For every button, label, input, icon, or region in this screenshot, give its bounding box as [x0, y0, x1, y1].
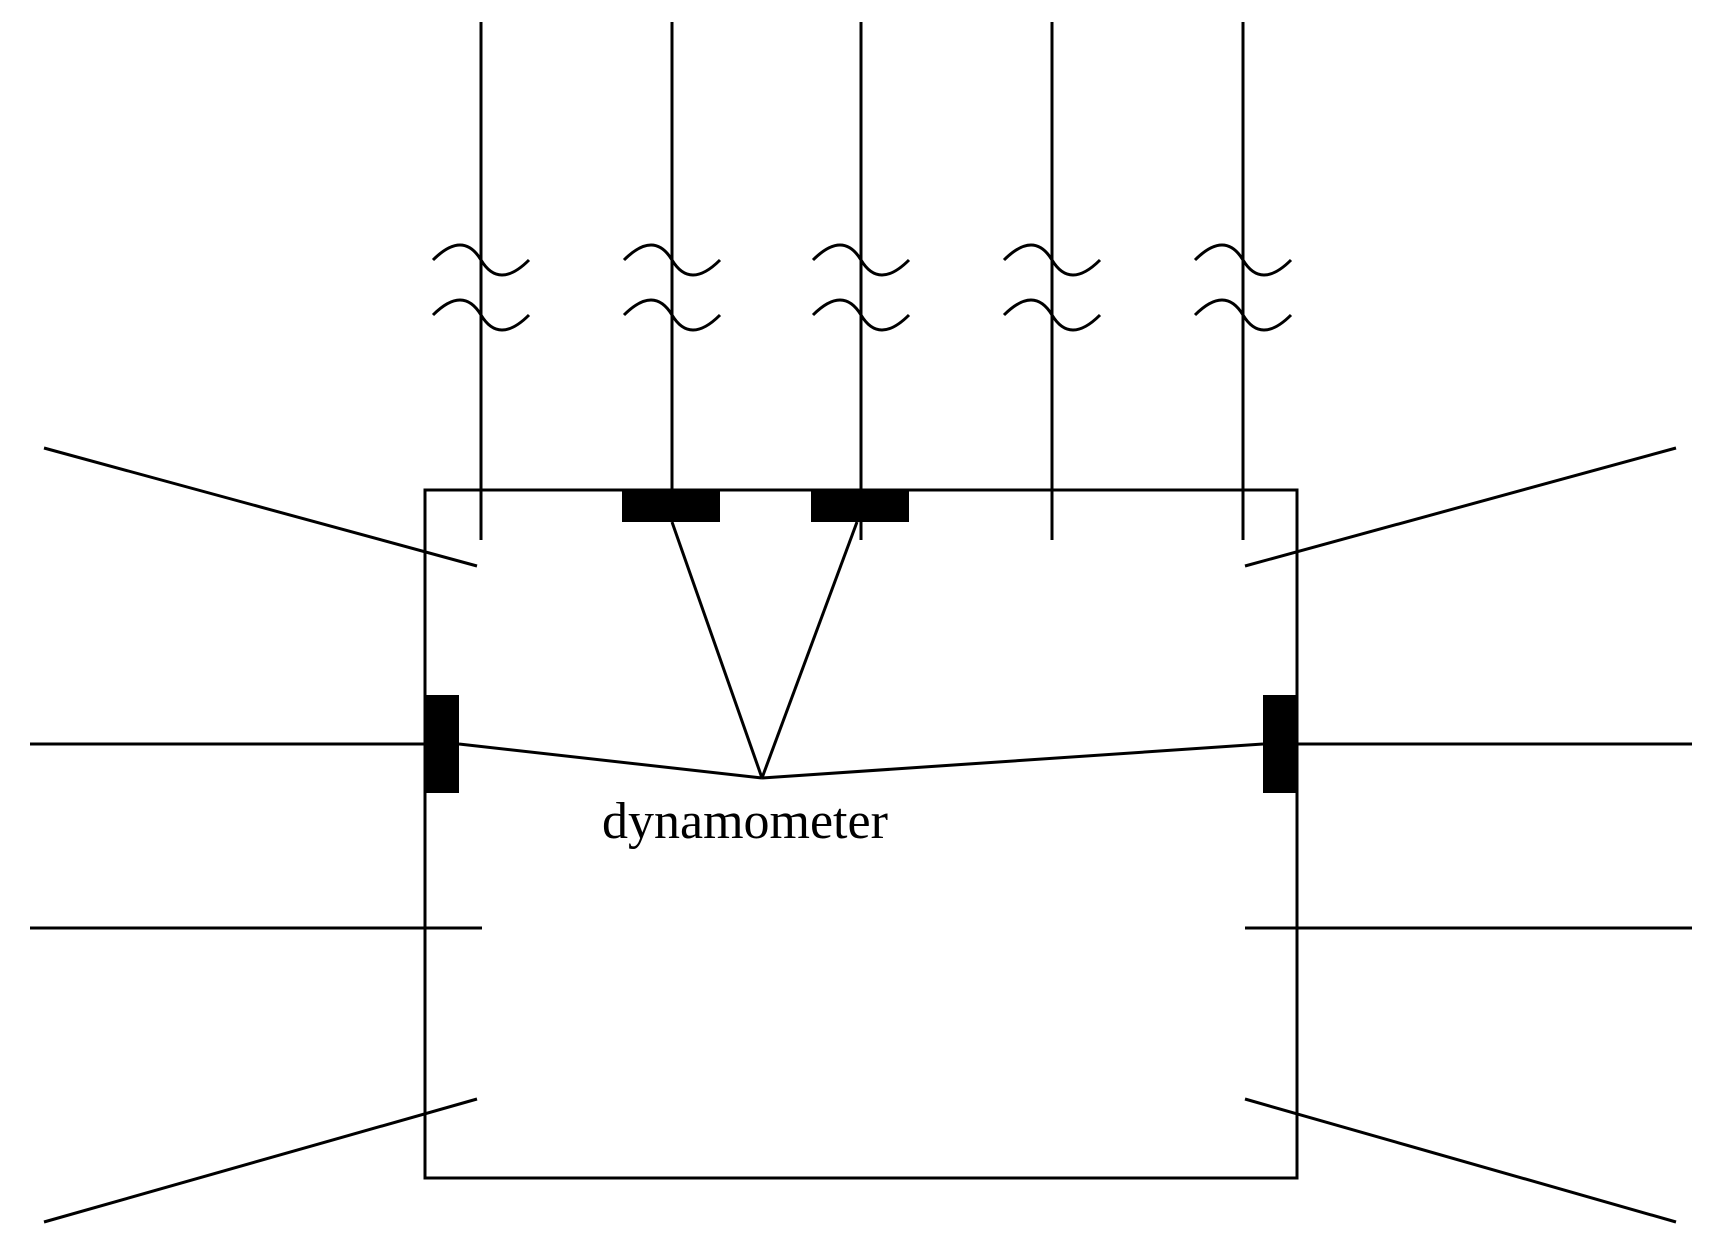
top-wires — [479, 22, 1245, 540]
cable-from-top-clamp-left — [670, 521, 764, 779]
right-wires — [1244, 446, 1692, 1224]
cable-from-right-clamp — [761, 742, 1264, 780]
left-wires — [30, 446, 482, 1224]
break-mark-5 — [1193, 243, 1293, 332]
clamps — [425, 490, 1297, 793]
cable-from-left-clamp — [458, 742, 763, 780]
left-side-clamp — [425, 695, 459, 793]
dynamometer-label: dynamometer — [602, 793, 888, 850]
break-mark-3 — [811, 243, 911, 332]
left-wire-bottom-diagonal — [43, 1097, 478, 1224]
break-mark-4 — [1002, 243, 1102, 332]
break-mark-1 — [431, 243, 531, 332]
break-marks — [431, 243, 1293, 332]
break-mark-2 — [622, 243, 722, 332]
right-wire-upper-diagonal — [1244, 446, 1677, 568]
left-wire-upper-diagonal — [43, 446, 478, 568]
right-side-clamp — [1263, 695, 1297, 793]
dynamometer-cables — [458, 521, 1264, 780]
right-wire-bottom-diagonal — [1244, 1097, 1677, 1224]
top-clamp-right — [811, 490, 909, 522]
top-clamp-left — [622, 490, 720, 522]
cable-from-top-clamp-right — [760, 521, 859, 779]
